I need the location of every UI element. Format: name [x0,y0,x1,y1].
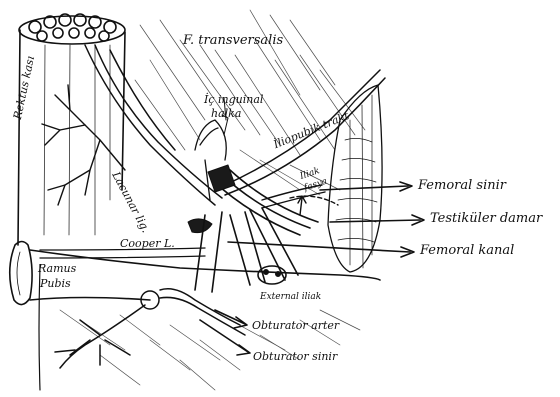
label-obturator-artery: Obturator arter [252,320,339,331]
epigastric-branches [42,85,125,205]
inferior-epigastric-vessels [85,45,222,205]
label-external-iliac: External iliak [260,293,321,302]
label-femoral-canal: Femoral kanal [420,244,514,257]
label-obturator-nerve: Obturator sinir [253,351,337,362]
label-internal-ring: İç inguinal [204,94,263,105]
label-internal-ring-2: halka [211,108,241,119]
label-cooper-ligament: Cooper L. [120,238,175,249]
label-testicular-vessels: Testiküler damar [430,212,542,225]
rectus-muscle [18,14,125,245]
femoral-vessels [195,208,298,292]
label-f-transversalis: F. transversalis [183,34,283,47]
label-ramus: Ramus [38,263,76,274]
label-pubis: Pubis [40,278,71,289]
label-femoral-nerve: Femoral sinir [418,179,506,192]
